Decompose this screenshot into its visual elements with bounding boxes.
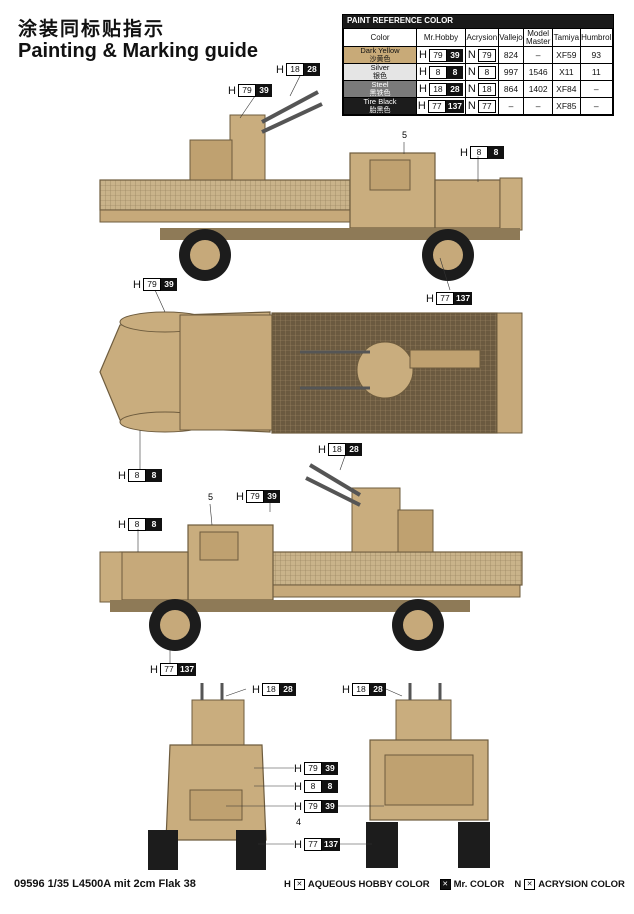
legend-h-letter: H: [284, 879, 291, 890]
part-number-5-lower: 5: [208, 492, 213, 502]
side-view-lower: [99, 463, 523, 651]
leader-lines: [137, 75, 479, 845]
legend-mr: Mr. COLOR: [453, 879, 505, 890]
legend-n-letter: N: [514, 879, 522, 890]
color-legend: H✕AQUEOUS HOBBY COLOR ✕Mr. COLOR N✕ACRYS…: [284, 879, 625, 890]
acrysion-symbol-icon: ✕: [524, 879, 536, 890]
mr-color-symbol-icon: ✕: [439, 879, 451, 890]
paint-vallejo: –: [497, 97, 525, 115]
paint-table-header: PAINT REFERENCE COLOR: [343, 15, 613, 28]
aqueous-symbol-icon: ✕: [293, 879, 305, 890]
legend-acrysion: ACRYSION COLOR: [538, 879, 625, 890]
paint-humbrol: –: [579, 97, 614, 115]
top-view: [99, 311, 523, 434]
col-humbrol: Humbrol: [579, 28, 614, 47]
title-english: Painting & Marking guide: [18, 40, 259, 62]
front-view: [148, 683, 267, 870]
part-number-4: 4: [296, 817, 301, 827]
paint-reference-table: PAINT REFERENCE COLOR Color Mr.Hobby Acr…: [342, 14, 614, 116]
part-number-5-top: 5: [402, 130, 407, 140]
rear-view: [366, 683, 490, 868]
side-view-upper: [99, 90, 523, 281]
model-name: 09596 1/35 L4500A mit 2cm Flak 38: [14, 878, 196, 890]
title-chinese: 涂装同标贴指示: [18, 18, 166, 40]
legend-aqueous: AQUEOUS HOBBY COLOR: [307, 879, 430, 890]
col-modelmaster: Model Master: [523, 28, 554, 47]
